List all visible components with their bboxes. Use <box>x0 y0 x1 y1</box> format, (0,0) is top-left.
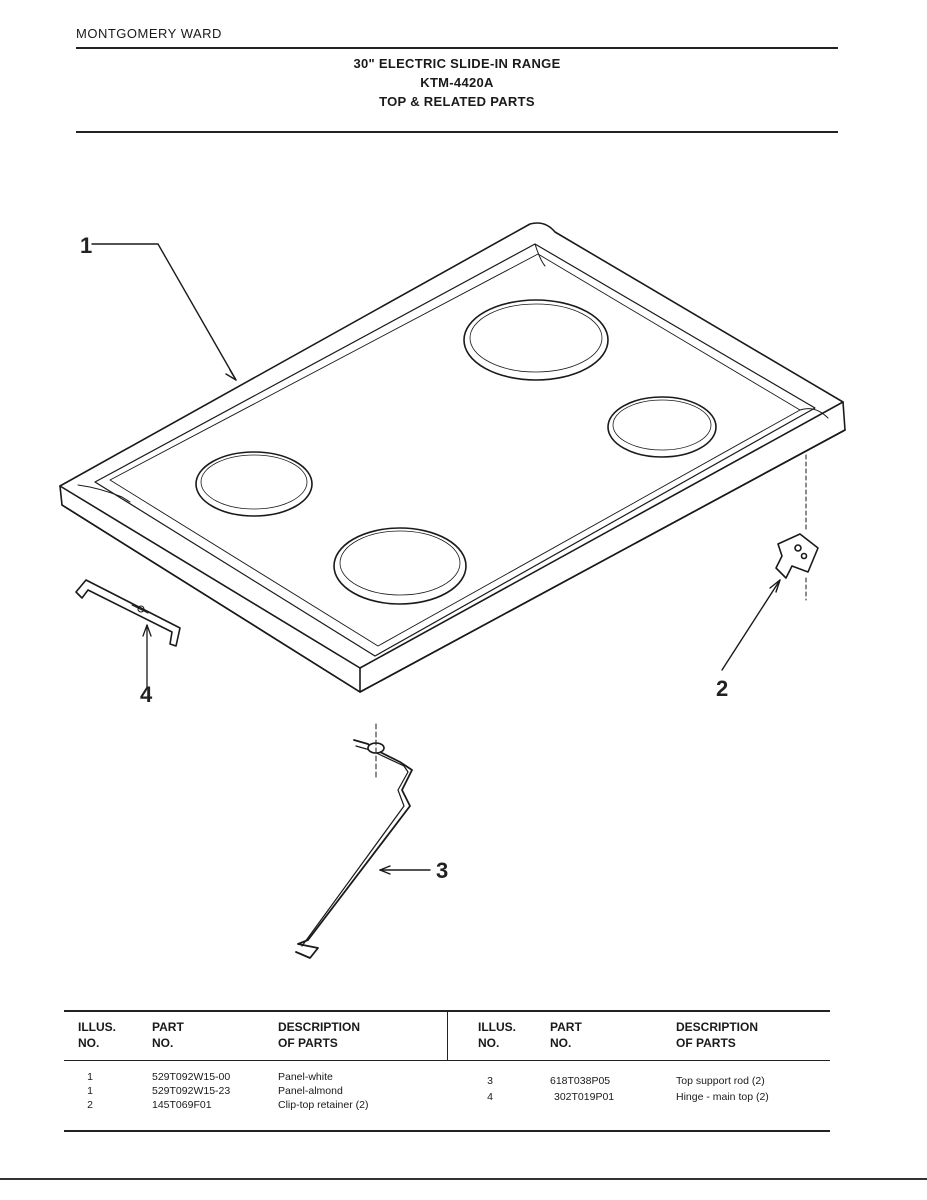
burner-opening-rear-right <box>607 396 717 458</box>
callout-2: 2 <box>716 676 728 701</box>
callout-1: 1 <box>80 233 92 258</box>
exploded-parts-diagram: 1 2 3 4 <box>59 222 846 959</box>
header-illus-no-right: ILLUS.NO. <box>478 1020 516 1050</box>
header-illus-no: ILLUS.NO. <box>78 1020 116 1050</box>
burner-opening-front-right <box>333 527 467 605</box>
model-number: KTM-4420A <box>420 75 494 90</box>
burner-opening-rear-left <box>463 299 609 381</box>
footer-rule <box>0 1178 927 1180</box>
table-column-divider <box>447 1010 448 1060</box>
table-header-rule <box>64 1060 830 1061</box>
cooktop-panel <box>59 222 846 693</box>
title-block: 30" ELECTRIC SLIDE-IN RANGE KTM-4420A TO… <box>76 54 838 111</box>
header-rule-bottom <box>76 131 838 133</box>
section-title: TOP & RELATED PARTS <box>379 94 535 109</box>
product-title: 30" ELECTRIC SLIDE-IN RANGE <box>353 56 561 71</box>
table-bottom-rule <box>64 1130 830 1132</box>
brand-name: MONTGOMERY WARD <box>76 26 222 41</box>
support-rod-part <box>295 739 413 959</box>
hinge-part <box>75 579 181 647</box>
callout-3: 3 <box>436 858 448 883</box>
burner-opening-front-left <box>195 451 313 517</box>
header-rule-top <box>76 47 838 49</box>
clip-retainer-part <box>775 533 819 579</box>
callout-4: 4 <box>140 682 153 707</box>
